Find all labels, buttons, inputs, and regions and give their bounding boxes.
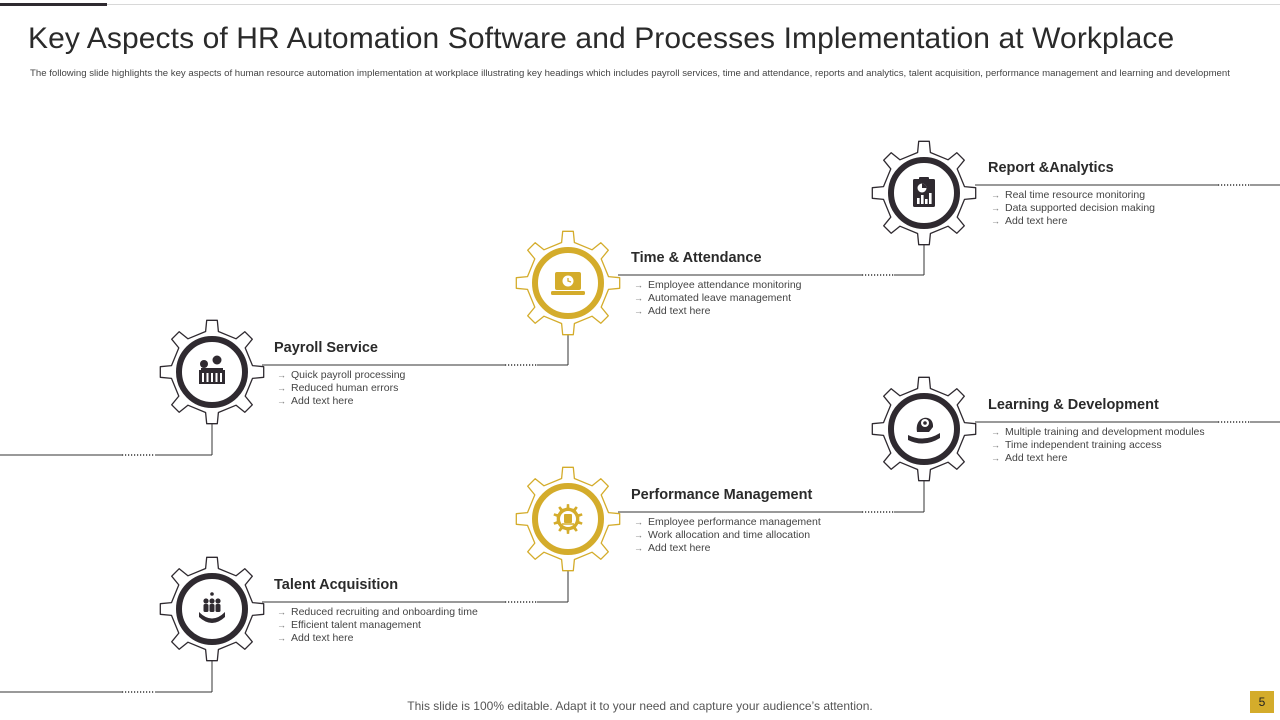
aspect-points: Employee performance management Work all…: [631, 516, 821, 555]
page-number: 5: [1250, 691, 1274, 713]
aspect-title: Payroll Service: [274, 340, 378, 356]
aspect-points: Employee attendance monitoring Automated…: [631, 279, 802, 318]
aspect-points: Reduced recruiting and onboarding time E…: [274, 606, 478, 645]
aspect-point: Time independent training access: [988, 439, 1205, 452]
talent-star: [210, 592, 214, 596]
payroll-person-head: [200, 360, 208, 368]
aspect-points: Real time resource monitoring Data suppo…: [988, 189, 1155, 228]
aspect-point: Real time resource monitoring: [988, 189, 1155, 202]
aspect-card-time-attendance: Time & Attendance Employee attendance mo…: [631, 250, 802, 318]
aspect-point: Add text here: [988, 452, 1205, 465]
attendance-laptop-icon: [551, 272, 585, 295]
aspect-points: Multiple training and development module…: [988, 426, 1205, 465]
top-divider-line: [107, 4, 1280, 5]
aspect-card-payroll: Payroll Service Quick payroll processing…: [274, 340, 405, 408]
aspect-point: Add text here: [988, 215, 1155, 228]
aspect-gear: [515, 466, 621, 572]
aspect-point: Quick payroll processing: [274, 369, 405, 382]
slide-title: Key Aspects of HR Automation Software an…: [28, 22, 1175, 55]
payroll-desk-stripe: [206, 373, 209, 382]
talent-person-head: [203, 598, 209, 604]
aspect-card-performance-management: Performance Management Employee performa…: [631, 487, 821, 555]
aspect-point: Add text here: [274, 395, 405, 408]
aspect-gear: [159, 319, 265, 425]
report-bar: [929, 193, 932, 204]
talent-person-body: [203, 604, 209, 612]
learning-brain-dot: [923, 421, 927, 425]
talent-person-head: [209, 598, 215, 604]
payroll-coin-bag: [212, 355, 222, 365]
payroll-desk-stripe: [211, 373, 213, 382]
aspect-card-talent-acquisition: Talent Acquisition Reduced recruiting an…: [274, 577, 478, 645]
report-chart-icon: [913, 177, 935, 207]
aspect-point: Reduced human errors: [274, 382, 405, 395]
payroll-icon: [199, 355, 225, 384]
aspect-point: Add text here: [631, 542, 821, 555]
talent-hand: [199, 612, 225, 623]
performance-gear-icon: [553, 504, 583, 534]
slide-subtitle: The following slide highlights the key a…: [30, 68, 1230, 79]
payroll-desk-stripe: [202, 373, 204, 382]
aspect-title: Talent Acquisition: [274, 577, 399, 593]
aspect-point: Add text here: [274, 632, 478, 645]
top-accent-bar: [0, 3, 107, 6]
aspect-gear: [871, 140, 977, 246]
talent-person-body: [215, 604, 221, 612]
aspect-point: Work allocation and time allocation: [631, 529, 821, 542]
aspect-card-report-analytics: Report &Analytics Real time resource mon…: [988, 160, 1155, 228]
aspect-gear: [159, 556, 265, 662]
report-clip: [919, 177, 929, 181]
aspect-point: Efficient talent management: [274, 619, 478, 632]
laptop-clock-hands: [567, 278, 572, 283]
aspect-gear: [871, 376, 977, 482]
aspect-point: Employee attendance monitoring: [631, 279, 802, 292]
talent-person-head: [215, 598, 221, 604]
payroll-desk-stripe: [220, 373, 222, 382]
learning-hand: [908, 433, 940, 444]
aspect-point: Employee performance management: [631, 516, 821, 529]
talent-hand-icon: [199, 592, 225, 623]
aspect-title: Time & Attendance: [631, 250, 762, 266]
aspect-point: Reduced recruiting and onboarding time: [274, 606, 478, 619]
payroll-desk-stripe: [215, 373, 218, 382]
performance-doc: [564, 514, 572, 523]
aspect-title: Learning & Development: [988, 397, 1159, 413]
footer-note: This slide is 100% editable. Adapt it to…: [407, 699, 873, 713]
aspect-points: Quick payroll processing Reduced human e…: [274, 369, 405, 408]
report-clipboard: [913, 179, 935, 207]
aspect-card-learning-development: Learning & Development Multiple training…: [988, 397, 1205, 465]
aspect-title: Report &Analytics: [988, 160, 1114, 176]
aspect-point: Automated leave management: [631, 292, 802, 305]
talent-person-body: [209, 604, 215, 612]
report-bar: [917, 198, 920, 204]
laptop-base: [551, 291, 585, 295]
aspect-point: Add text here: [631, 305, 802, 318]
aspect-point: Multiple training and development module…: [988, 426, 1205, 439]
report-bar: [921, 195, 924, 204]
learning-head-icon: [908, 417, 940, 444]
aspect-point: Data supported decision making: [988, 202, 1155, 215]
report-pie-slice: [922, 183, 927, 188]
aspect-title: Performance Management: [631, 487, 813, 503]
payroll-desk-top: [201, 368, 223, 371]
report-bar: [925, 199, 928, 204]
aspect-gear: [515, 230, 621, 336]
